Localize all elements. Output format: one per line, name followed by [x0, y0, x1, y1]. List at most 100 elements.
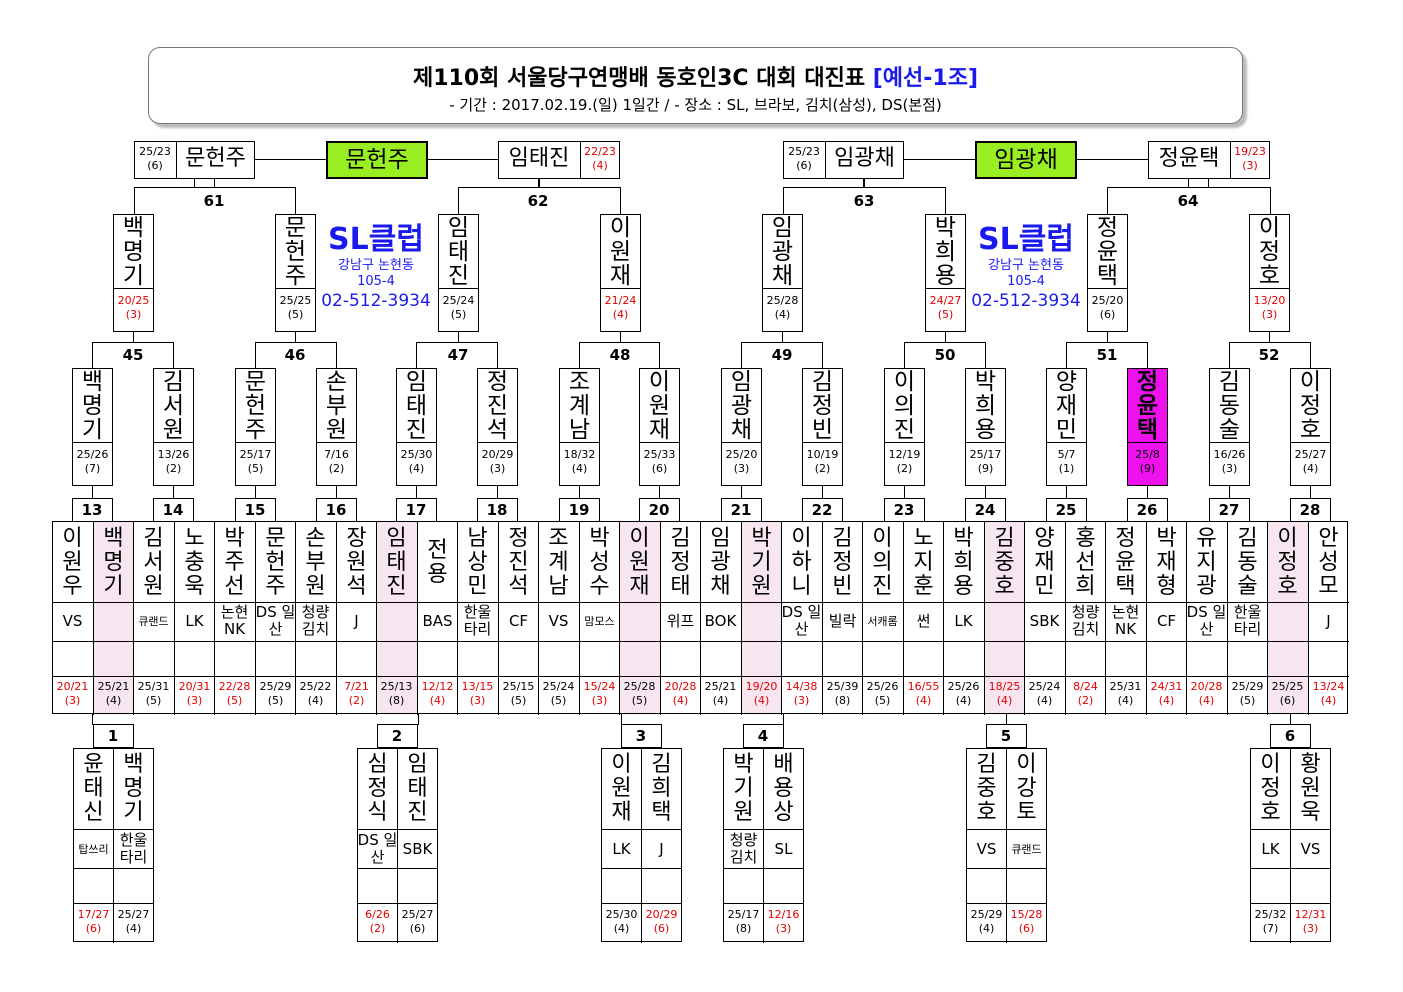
score-cell: 25/20(3): [722, 442, 761, 482]
divider: [580, 141, 581, 179]
score-cell: 25/26(7): [73, 442, 112, 482]
bracket-line: [1310, 342, 1311, 369]
score-cell: 16/55(4): [903, 680, 944, 708]
round64-player: 이원재 25/28(5): [619, 522, 660, 713]
innings: (4): [125, 922, 142, 935]
score-cell: 25/15(5): [498, 680, 539, 708]
club-name: VS: [548, 611, 569, 630]
player-name: 정윤택: [1105, 524, 1146, 602]
bracket-line: [945, 332, 946, 343]
player-name: 이원우: [52, 524, 93, 602]
score-cell: 15/24(3): [579, 680, 620, 708]
player-name-text: 이하니: [791, 526, 812, 599]
score: 12/12: [421, 680, 454, 693]
innings: (7): [84, 462, 101, 475]
innings: (8): [388, 694, 405, 707]
bracket-line: [52, 641, 1349, 642]
player-name-text: 임태진: [447, 215, 470, 289]
player-name: 김동술: [1210, 370, 1249, 442]
innings: (5): [267, 694, 284, 707]
innings: (4): [712, 694, 729, 707]
score: 19/20: [745, 680, 778, 693]
player-name: 정진석: [498, 524, 539, 602]
match-number: 16: [325, 501, 347, 519]
bracket-line: [458, 332, 459, 343]
club-address2: 105-4: [1007, 274, 1045, 289]
score-cell: 25/22(4): [295, 680, 336, 708]
bracket-line: [783, 187, 784, 215]
innings: (3): [125, 308, 142, 321]
innings: (3): [591, 694, 608, 707]
score: 12/31: [1294, 908, 1327, 921]
bracket-line: [1147, 342, 1148, 369]
score-cell: 25/28(5): [619, 680, 660, 708]
bracket-line: [92, 486, 93, 499]
score: 20/31: [178, 680, 211, 693]
innings: (9): [1139, 462, 1156, 475]
bracket-line: [1250, 903, 1331, 904]
bracket-line: [497, 486, 498, 499]
player-name: 이원재: [619, 524, 660, 602]
player-name: 심정식: [357, 750, 398, 828]
bracket-line: [357, 829, 438, 830]
score: 19/23: [1234, 145, 1266, 158]
score: 25/25: [279, 294, 312, 307]
score: 25/15: [502, 680, 535, 693]
score: 5/7: [1057, 448, 1076, 461]
club-address1: 강남구 논현동: [338, 258, 414, 273]
bracket-line: [92, 342, 93, 369]
score-cell: 14/38(3): [781, 680, 822, 708]
score-cell: 25/24(5): [439, 288, 478, 328]
player-name-text: 박성수: [589, 526, 610, 599]
bracket-line: [781, 521, 782, 715]
score-cell: 25/29(4): [966, 908, 1007, 936]
innings: (5): [510, 694, 527, 707]
innings: (4): [1036, 694, 1053, 707]
player-name-text: 임광채: [730, 369, 753, 443]
bracket-line: [966, 868, 1047, 869]
score: 25/27: [401, 908, 434, 921]
score: 20/21: [56, 680, 89, 693]
innings: (4): [915, 694, 932, 707]
player-name-text: 임광채: [710, 526, 731, 599]
score: 25/24: [442, 294, 475, 307]
player-name-text: 문헌주: [265, 526, 286, 599]
club-name: [741, 602, 782, 640]
player-name: 양재민: [1047, 370, 1086, 442]
bracket-line: [601, 868, 682, 869]
score-cell: 20/29(3): [478, 442, 517, 482]
player-name: 임광채: [700, 524, 741, 602]
innings: (4): [408, 462, 425, 475]
player-name: 윤태신: [73, 750, 114, 828]
score: 25/25: [1271, 680, 1304, 693]
score: 25/27: [117, 908, 150, 921]
player-name-text: 백명기: [81, 369, 104, 443]
bracket-line: [822, 521, 823, 715]
bracket-line: [194, 179, 195, 188]
score: 25/30: [400, 448, 433, 461]
match-number: 1: [107, 727, 119, 745]
score-cell: 5/7(1): [1047, 442, 1086, 482]
score: 25/31: [1109, 680, 1142, 693]
title-panel: 제110회 서울당구연맹배 동호인3C 대회 대진표 [예선-1조] - 기간 …: [148, 47, 1243, 124]
match-number: 3: [635, 727, 647, 745]
bracket-line: [723, 868, 804, 869]
score-cell: 25/26(4): [943, 680, 984, 708]
bracket-line: [1147, 486, 1148, 499]
score: 21/24: [604, 294, 637, 307]
player-name: 이의진: [862, 524, 903, 602]
bracket-line: [133, 521, 134, 715]
score-cell: 12/12(4): [417, 680, 458, 708]
player-name: 김정태: [660, 524, 701, 602]
score-cell: 25/39(8): [822, 680, 863, 708]
bracket-line: [1290, 748, 1291, 943]
player-name-text: 이의진: [893, 369, 916, 443]
score: 25/29: [1231, 680, 1264, 693]
